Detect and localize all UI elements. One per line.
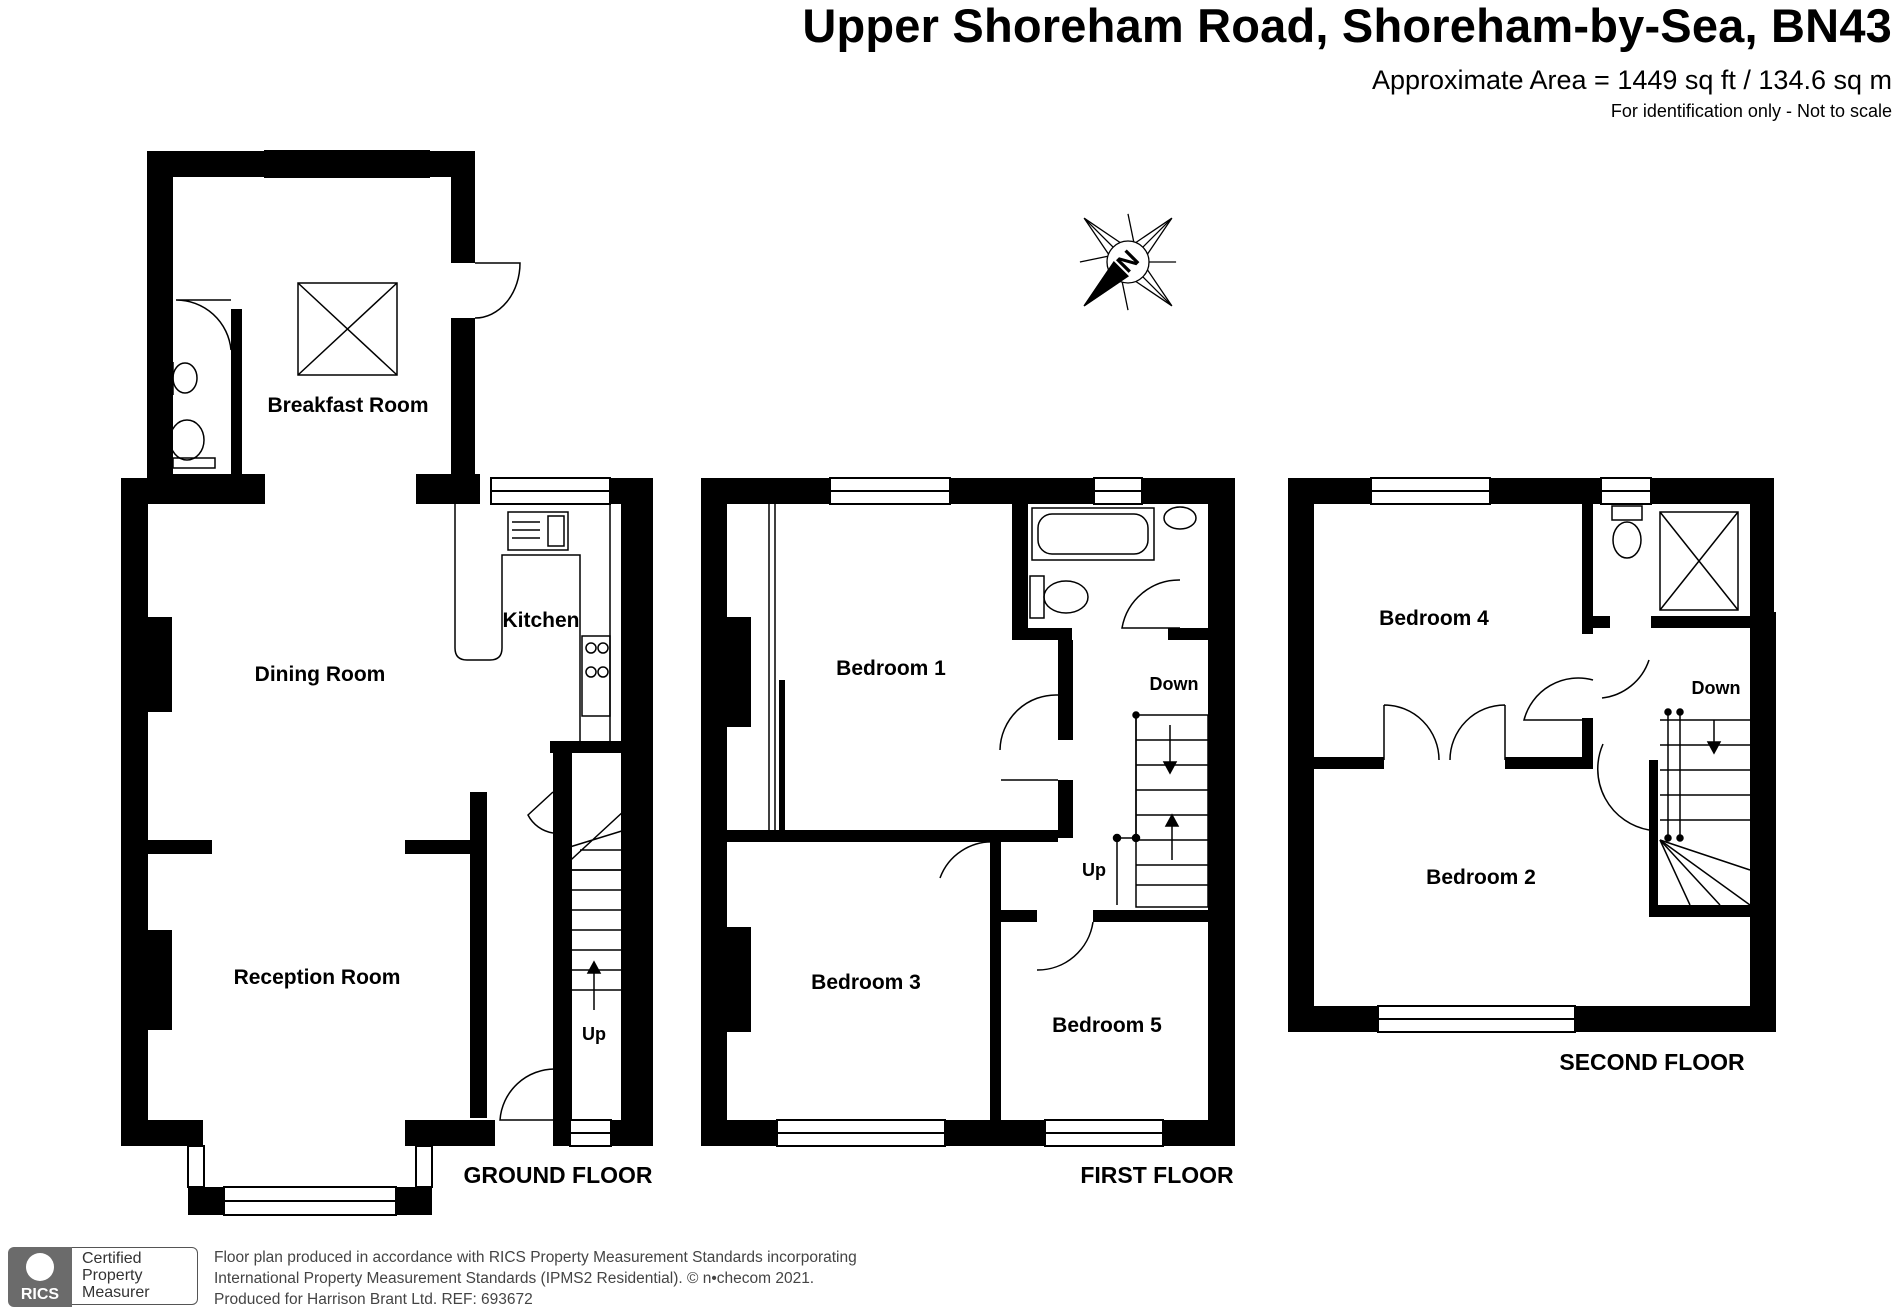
first-stairs-down-label: Down [1149, 674, 1199, 694]
rics-lion-icon [26, 1253, 54, 1281]
second-floor-fixtures [1383, 505, 1751, 906]
badge-line-1: Certified [82, 1250, 142, 1267]
floor-label-ground: GROUND FLOOR [463, 1162, 653, 1188]
compass-rose-icon [1079, 213, 1177, 311]
badge-line-2: Property [82, 1267, 143, 1284]
rics-certified-badge: RICS Certified Property Measurer [8, 1247, 200, 1307]
room-label-reception: Reception Room [233, 966, 401, 989]
first-stairs-up-label: Up [1082, 860, 1106, 880]
floor-label-second: SECOND FLOOR [1559, 1049, 1745, 1075]
second-floor-walls [1288, 478, 1776, 1032]
header: Upper Shoreham Road, Shoreham-by-Sea, BN… [802, 0, 1892, 122]
footer-notes: Floor plan produced in accordance with R… [214, 1247, 857, 1310]
second-stairs-down-label: Down [1691, 678, 1741, 698]
rics-logo-text: RICS [20, 1286, 60, 1303]
second-floor-windows [1370, 477, 1652, 1033]
ground-floor-windows [187, 150, 612, 1216]
page-title: Upper Shoreham Road, Shoreham-by-Sea, BN… [802, 0, 1892, 52]
ground-floor-fixtures [169, 262, 626, 1121]
room-label-kitchen: Kitchen [502, 609, 580, 632]
footer-line-1: Floor plan produced in accordance with R… [214, 1249, 857, 1266]
rics-logo: RICS [8, 1247, 72, 1307]
ground-floor-walls [121, 151, 653, 1215]
room-label-bedroom-2: Bedroom 2 [1426, 866, 1536, 889]
footer-line-2: International Property Measurement Stand… [214, 1270, 815, 1287]
room-label-breakfast: Breakfast Room [267, 394, 429, 417]
room-label-bedroom-5: Bedroom 5 [1052, 1014, 1162, 1037]
ground-stairs-up-label: Up [582, 1024, 606, 1044]
first-floor-fixtures [768, 504, 1209, 971]
footer-line-3: Produced for Harrison Brant Ltd. REF: 69… [214, 1291, 533, 1308]
room-label-dining: Dining Room [254, 663, 386, 686]
badge-line-3: Measurer [82, 1284, 150, 1301]
room-label-bedroom-1: Bedroom 1 [836, 657, 946, 680]
floor-label-first: FIRST FLOOR [1080, 1162, 1234, 1188]
scale-note: For identification only - Not to scale [1610, 101, 1892, 121]
first-floor-windows [776, 477, 1164, 1147]
room-label-bedroom-3: Bedroom 3 [811, 971, 921, 994]
badge-text: Certified Property Measurer [72, 1247, 198, 1305]
first-floor-walls [701, 478, 1235, 1146]
approximate-area: Approximate Area = 1449 sq ft / 134.6 sq… [1371, 65, 1892, 95]
room-label-bedroom-4: Bedroom 4 [1379, 607, 1489, 630]
